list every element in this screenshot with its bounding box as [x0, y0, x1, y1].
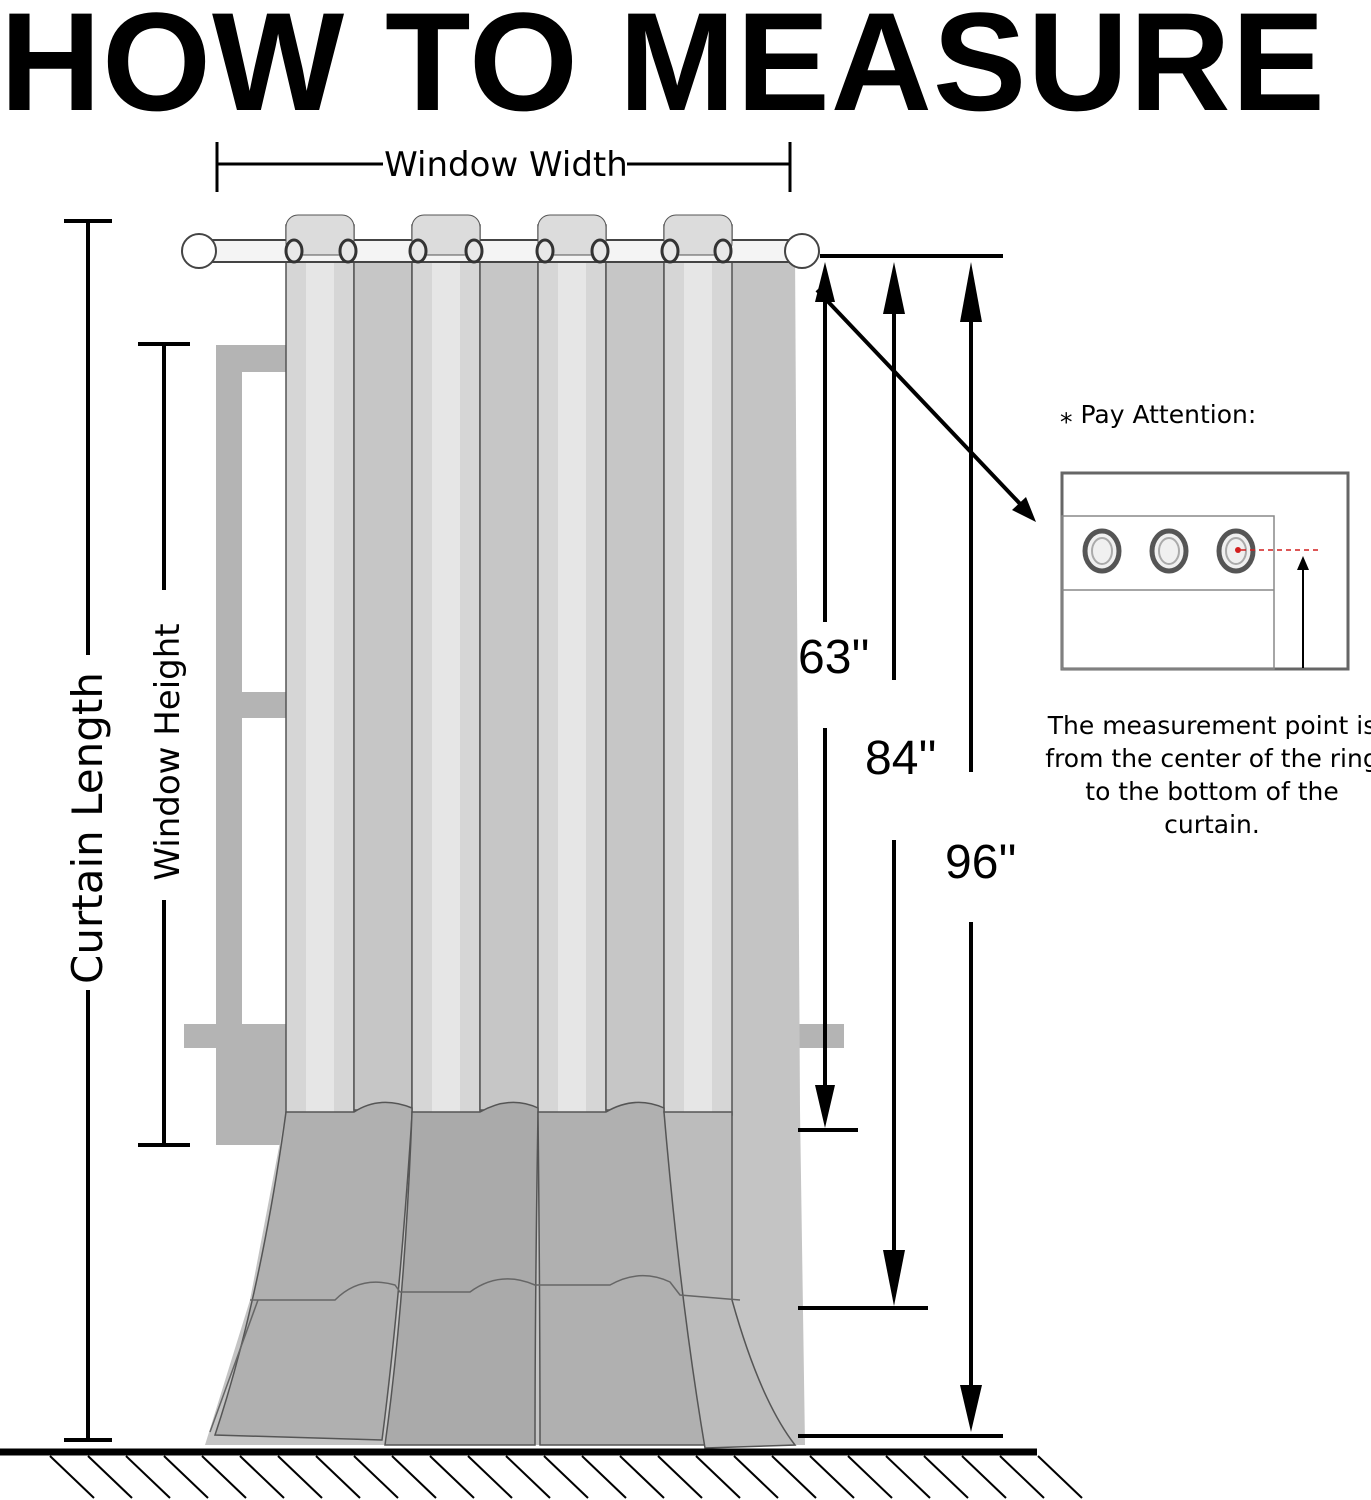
measurement-note: The measurement point is from the center… [1045, 711, 1371, 839]
floor-hatch-line [315, 1455, 361, 1499]
floor-hatch-line [391, 1455, 437, 1499]
floor-hatch-line [429, 1455, 475, 1499]
pay-attention-heading: ⁎ Pay Attention: [1060, 400, 1256, 429]
floor-hatch-line [543, 1455, 589, 1499]
floor-hatch-line [163, 1455, 209, 1499]
curtain-rod [181, 214, 820, 269]
curtain-length-label: Curtain Length [63, 672, 112, 984]
floor-hatch-line [771, 1455, 817, 1499]
dimension-84: 84'' [865, 732, 937, 785]
floor-hatch-line [239, 1455, 285, 1499]
dimension-63: 63'' [798, 631, 870, 684]
floor-hatch-line [353, 1455, 399, 1499]
floor-hatch-line [581, 1455, 627, 1499]
window-width-label: Window Width [384, 145, 628, 185]
window-height-dimension [138, 342, 190, 1147]
floor-hatch-line [923, 1455, 969, 1499]
window-width-dimension [215, 142, 792, 192]
floor-hatch-line [733, 1455, 779, 1499]
page-title: HOW TO MEASURE [0, 0, 1326, 140]
floor-hatch-line [809, 1455, 855, 1499]
dimension-96: 96'' [945, 836, 1017, 889]
floor-hatch-line [49, 1455, 95, 1499]
floor-hatch-line [619, 1455, 665, 1499]
floor-hatch-line [1037, 1455, 1083, 1499]
floor-hatch-line [201, 1455, 247, 1499]
floor-hatch-line [467, 1455, 513, 1499]
floor [0, 1448, 1083, 1499]
floor-hatch-line [847, 1455, 893, 1499]
ring-callout-box [1060, 471, 1350, 671]
floor-hatch-line [961, 1455, 1007, 1499]
floor-hatch-line [695, 1455, 741, 1499]
curtain [205, 224, 805, 1449]
curtain-length-dimension [64, 219, 112, 1442]
floor-hatch-line [87, 1455, 133, 1499]
floor-hatch-line [125, 1455, 171, 1499]
floor-hatch-line [277, 1455, 323, 1499]
floor-hatch-line [999, 1455, 1045, 1499]
floor-hatch-line [657, 1455, 703, 1499]
floor-hatch-line [885, 1455, 931, 1499]
floor-hatch-line [505, 1455, 551, 1499]
drop-arrows [798, 254, 1036, 1438]
window-height-label: Window Height [148, 623, 188, 880]
